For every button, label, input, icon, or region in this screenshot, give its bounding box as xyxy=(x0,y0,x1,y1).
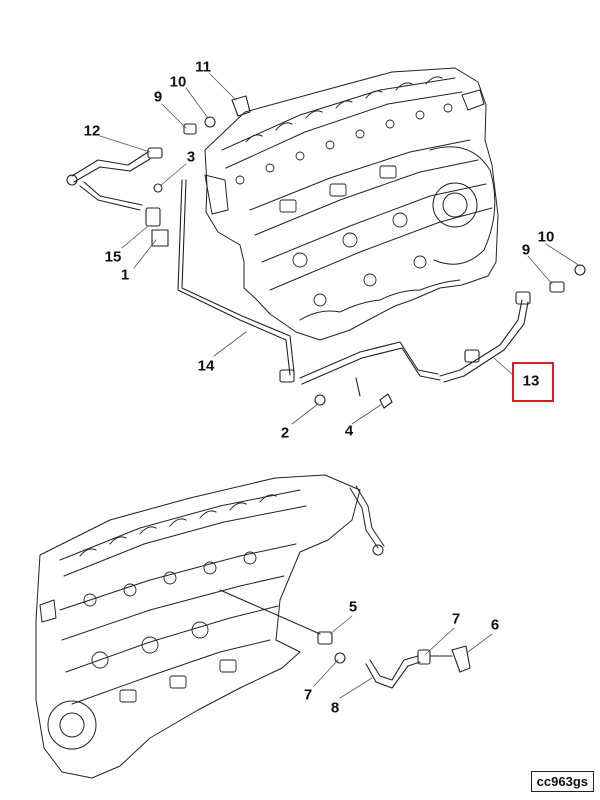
bottom-pipes xyxy=(219,589,471,689)
callout-10-right: 10 xyxy=(537,228,555,246)
bottom-leader-lines xyxy=(313,615,493,699)
callout-15: 15 xyxy=(104,248,122,266)
callout-5: 5 xyxy=(348,598,358,616)
callout-13: 13 xyxy=(522,372,540,390)
top-pipes xyxy=(66,95,586,409)
callout-14: 14 xyxy=(197,357,215,375)
bottom-engine-block xyxy=(35,474,385,779)
callout-3: 3 xyxy=(186,148,196,166)
callout-9-right: 9 xyxy=(521,241,531,259)
callout-7-upper: 7 xyxy=(451,610,461,628)
callout-4: 4 xyxy=(344,422,354,440)
reference-code: cc963gs xyxy=(530,771,594,792)
callout-10: 10 xyxy=(169,73,187,91)
callout-2: 2 xyxy=(280,424,290,442)
callout-1: 1 xyxy=(120,266,130,284)
callout-9: 9 xyxy=(153,88,163,106)
callout-12: 12 xyxy=(83,122,101,140)
callout-8: 8 xyxy=(330,699,340,717)
callout-6: 6 xyxy=(490,616,500,634)
callout-7-lower: 7 xyxy=(303,686,313,704)
callout-11: 11 xyxy=(195,58,211,76)
callout-13-highlight-box xyxy=(512,362,554,402)
top-engine-block xyxy=(204,67,499,341)
top-leader-lines xyxy=(99,73,581,425)
